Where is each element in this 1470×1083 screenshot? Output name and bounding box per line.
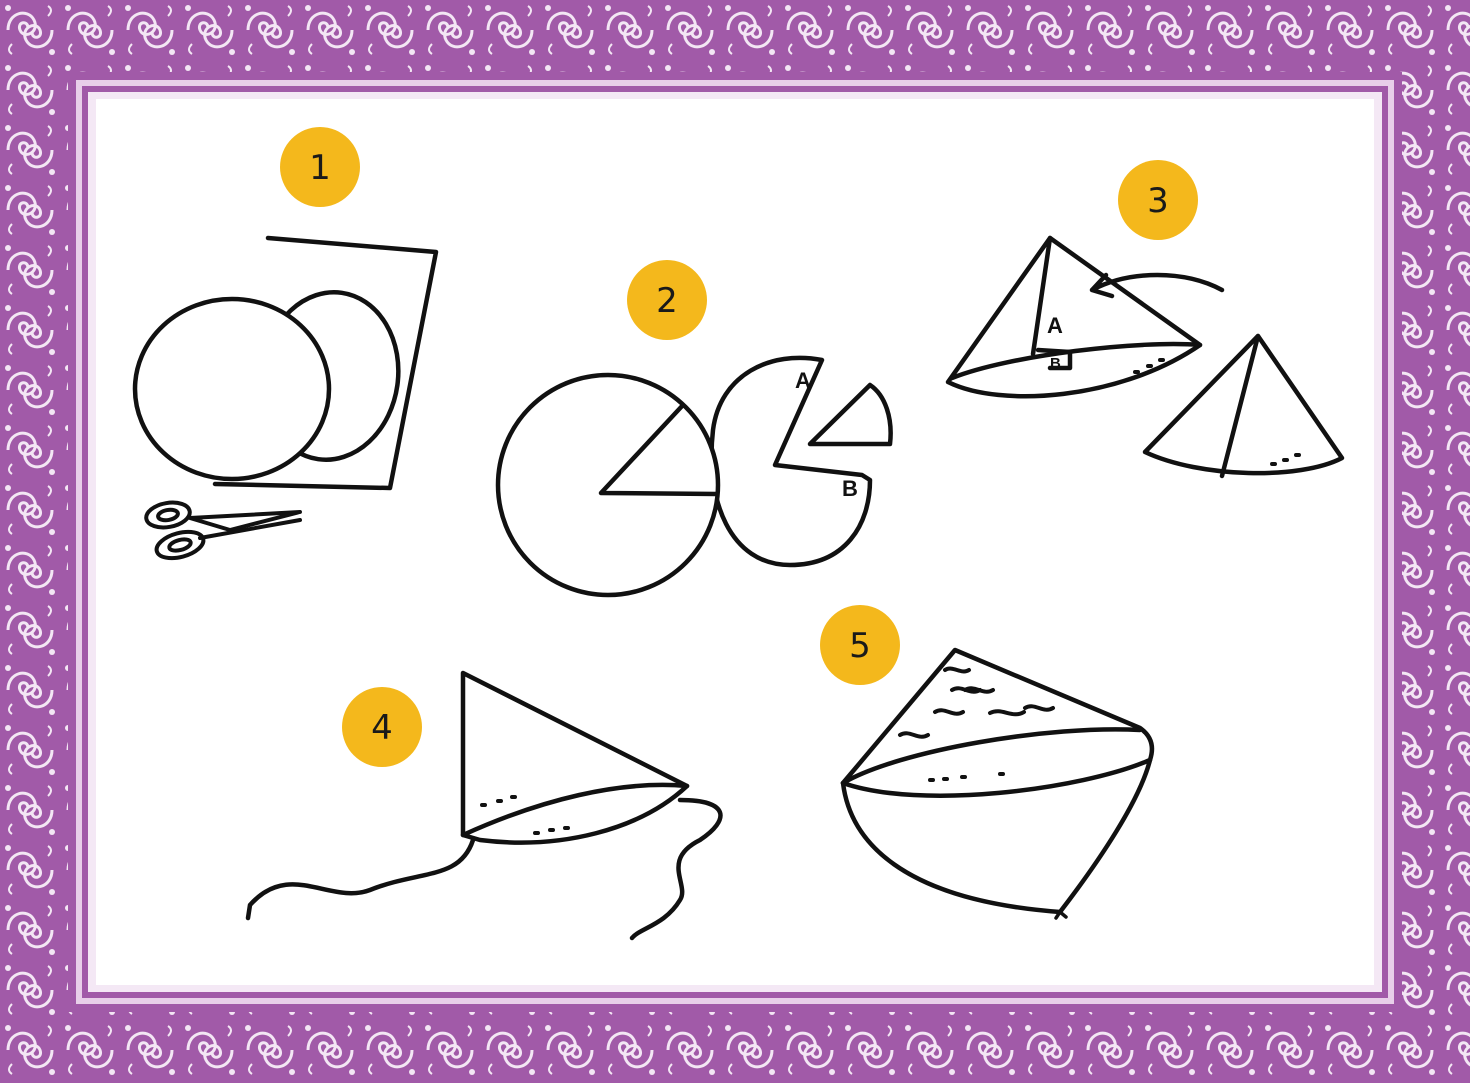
svg-text:A: A bbox=[795, 368, 811, 393]
svg-text:4: 4 bbox=[371, 708, 393, 748]
step-5-badge: 5 bbox=[820, 605, 900, 685]
svg-text:B: B bbox=[842, 476, 858, 501]
step-1-badge: 1 bbox=[280, 127, 360, 207]
svg-text:5: 5 bbox=[849, 626, 871, 666]
step-3-badge: 3 bbox=[1118, 160, 1198, 240]
svg-text:B: B bbox=[1050, 355, 1061, 372]
svg-text:2: 2 bbox=[656, 281, 678, 321]
svg-text:A: A bbox=[1047, 313, 1063, 338]
circle-cutout-front bbox=[135, 299, 329, 479]
step-4-badge: 4 bbox=[342, 687, 422, 767]
svg-text:1: 1 bbox=[309, 148, 331, 188]
content-panel bbox=[96, 99, 1374, 985]
step-2-badge: 2 bbox=[627, 260, 707, 340]
svg-text:3: 3 bbox=[1147, 181, 1169, 221]
